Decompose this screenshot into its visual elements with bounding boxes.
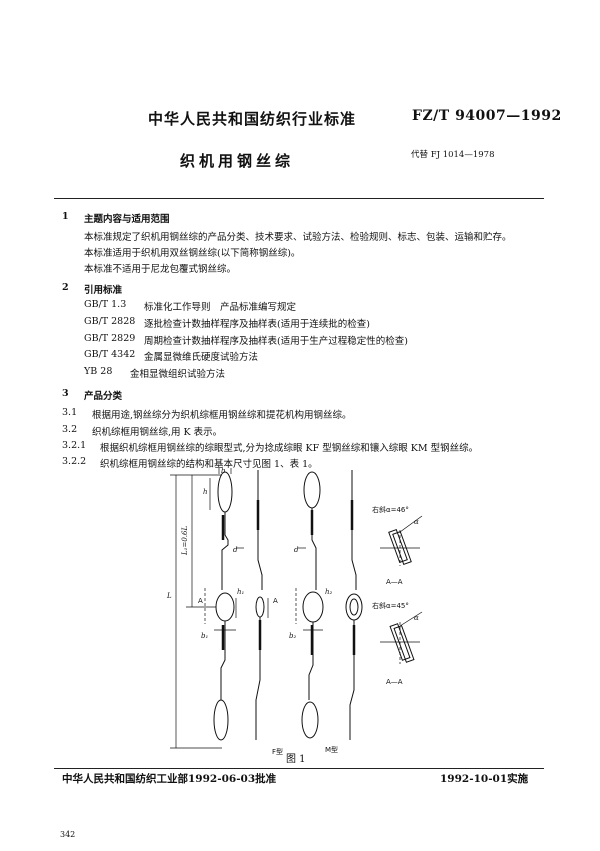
label-h1: h₁ [237,588,245,596]
label-d-right: d [294,546,299,554]
item-3-2-number: 3.2 [62,424,78,435]
document-title: 织机用钢丝综 [180,152,295,170]
section-2-number: 2 [62,282,69,293]
ref-name-2: 逐批检查计数抽样程序及抽样表(适用于连续批的检查) [144,319,370,330]
item-3-2-2-text: 织机综框用钢丝综的结构和基本尺寸见图 1、表 1。 [100,459,318,470]
section-aa-bottom [380,611,423,664]
issuer-line: 中华人民共和国纺织工业部1992-06-03批准 [62,773,277,785]
label-right-slant-bottom: 右斜α=45° [372,601,409,610]
label-L: L [166,592,172,600]
section-2-title: 引用标准 [84,285,123,296]
label-b2: b₂ [289,632,296,640]
standard-category: 中华人民共和国纺织行业标准 [148,110,357,128]
label-right-slant-top: 右斜α=46° [372,505,409,514]
item-3-2-2-number: 3.2.2 [62,456,87,467]
ref-code-4: GB/T 4342 [84,349,136,360]
heddle-3-f-type [301,471,324,739]
item-3-1-text: 根据用途,钢丝综分为织机综框用钢丝综和提花机构用钢丝综。 [92,410,352,421]
ref-code-2: GB/T 2828 [84,316,136,327]
item-3-2-1-text: 根据织机综框用钢丝综的综眼型式,分为捻成综眼 KF 型钢丝综和镶入综眼 KM 型… [100,443,479,454]
section-1-number: 1 [62,211,69,222]
page-number: 342 [60,830,76,839]
item-3-2-1-number: 3.2.1 [62,440,87,451]
label-h2: h₂ [325,588,333,596]
standard-code: FZ/T 94007—1992 [412,108,562,124]
label-f-type: F型 [272,747,283,756]
ref-code-1: GB/T 1.3 [84,299,127,310]
header-rule [54,198,544,199]
section-3-title: 产品分类 [84,391,123,402]
heddle-1 [213,471,235,741]
label-b: b [221,467,226,475]
label-A-right: A [273,597,278,605]
label-section-aa-bottom: A—A [386,678,403,686]
effective-date: 1992-10-01实施 [440,773,529,785]
item-3-2-text: 织机综框用钢丝综,用 K 表示。 [92,427,223,438]
label-alpha-top: α [414,518,419,526]
label-h: h [203,488,208,496]
ref-code-5: YB 28 [84,366,113,377]
ref-name-1: 标准化工作导则 产品标准编写规定 [144,302,297,313]
section-1-line-2: 本标准适用于织机用双丝钢丝综(以下简称钢丝综)。 [84,248,301,259]
label-A-left: A [198,597,203,605]
section-1-line-1: 本标准规定了织机用钢丝综的产品分类、技术要求、试验方法、检验规则、标志、包装、运… [84,232,512,243]
label-b1: b₁ [201,632,208,640]
label-section-aa-top: A—A [386,578,403,586]
footer-rule [54,768,544,769]
item-3-1-number: 3.1 [62,407,78,418]
ref-name-3: 周期检查计数抽样程序及抽样表(适用于生产过程稳定性的检查) [144,336,408,347]
heddle-2 [255,470,265,740]
ref-name-4: 金属显微维氏硬度试验方法 [144,352,259,363]
ref-code-3: GB/T 2829 [84,333,136,344]
section-1-line-3: 本标准不适用于尼龙包覆式钢丝综。 [84,264,237,275]
heddle-4-m-type [345,470,363,740]
section-3-number: 3 [62,388,69,399]
figure-caption: 图 1 [286,754,306,765]
dimension-lines [170,468,323,749]
section-1-title: 主题内容与适用范围 [84,214,170,225]
label-d-left: d [233,546,238,554]
label-m-type: M型 [325,745,338,754]
ref-name-5: 金相显微组织试验方法 [130,369,226,380]
replaces-note: 代替 FJ 1014—1978 [411,150,495,160]
label-L1: L₁=0.6L [181,526,189,556]
section-aa-top [380,515,423,566]
label-alpha-bottom: α [414,614,419,622]
